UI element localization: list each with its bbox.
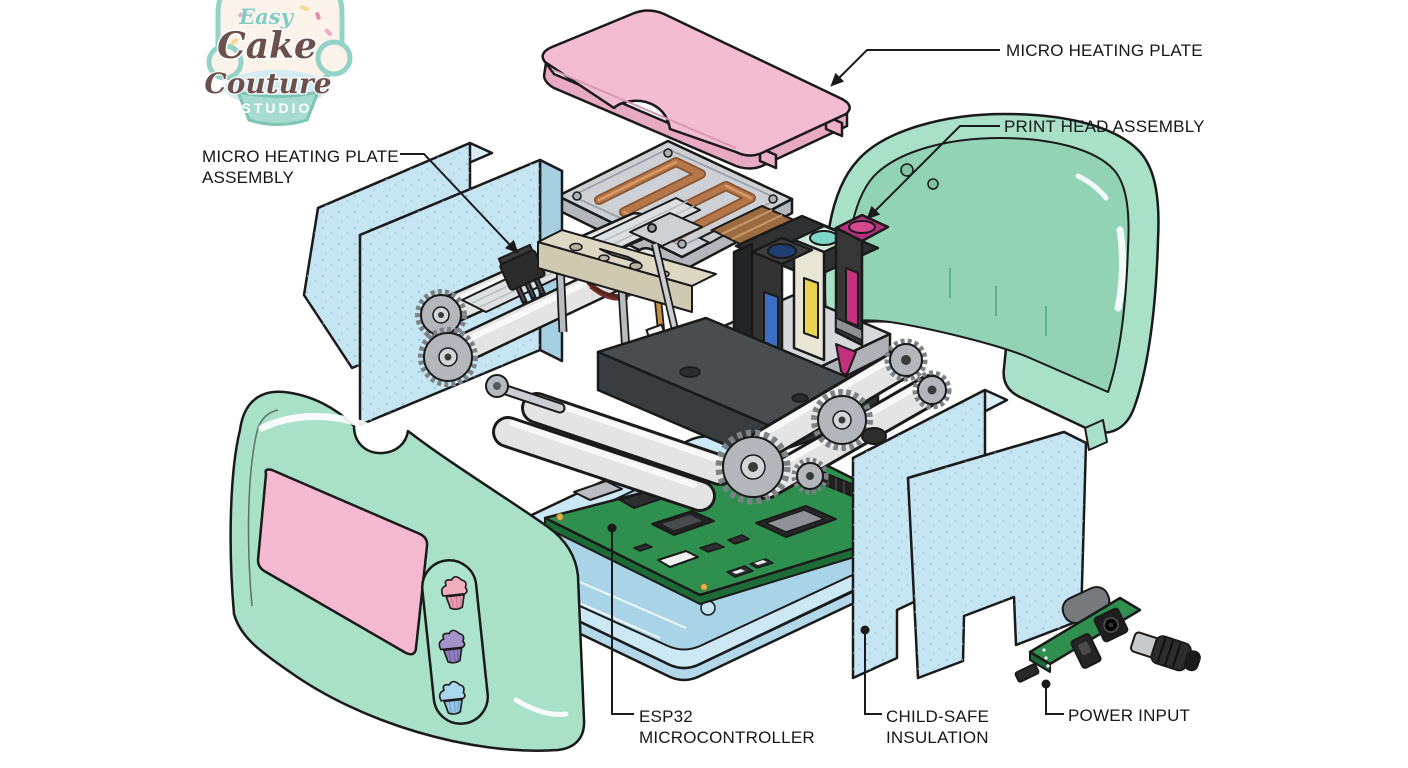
arrowhead-icon bbox=[830, 72, 845, 87]
cupcake-button-pink[interactable] bbox=[440, 576, 468, 611]
roller-carriage bbox=[485, 243, 952, 512]
gear-icon bbox=[715, 429, 791, 505]
label-text: MICROCONTROLLER bbox=[639, 728, 815, 747]
front-shell bbox=[229, 390, 586, 752]
gear-icon bbox=[912, 370, 952, 410]
brand-logo: Easy Cake Couture STUDIO bbox=[203, 0, 353, 126]
leader-dot bbox=[1041, 679, 1051, 689]
front-panel bbox=[256, 468, 429, 656]
label-micro-heating-plate-assembly: MICRO HEATING PLATE ASSEMBLY bbox=[202, 146, 399, 188]
label-power-input: POWER INPUT bbox=[1068, 705, 1190, 726]
gear-icon bbox=[811, 389, 873, 451]
logo-word-couture: Couture bbox=[204, 67, 331, 100]
label-child-safe-insulation: CHILD-SAFE INSULATION bbox=[886, 706, 989, 748]
rear-shell bbox=[823, 112, 1160, 451]
white-connector bbox=[657, 550, 699, 568]
leader-lines bbox=[400, 49, 1064, 715]
leader-child-safe bbox=[864, 634, 882, 715]
logo-word-cake: Cake bbox=[217, 25, 317, 67]
label-print-head-assembly: PRINT HEAD ASSEMBLY bbox=[1004, 116, 1205, 137]
barrel-jack bbox=[1093, 607, 1129, 643]
label-text: ESP32 bbox=[639, 707, 693, 726]
leader-heating-plate-assembly bbox=[400, 153, 511, 246]
label-text: CHILD-SAFE bbox=[886, 707, 990, 726]
arrowhead-icon bbox=[866, 205, 881, 220]
cupcake-button-purple[interactable] bbox=[438, 629, 466, 664]
power-plug bbox=[1129, 631, 1201, 672]
gear-icon bbox=[415, 289, 467, 341]
leader-micro-heating-plate bbox=[838, 49, 1000, 79]
leader-dot bbox=[860, 625, 870, 635]
arrowhead-icon bbox=[504, 239, 519, 254]
gear-icon bbox=[791, 457, 829, 495]
label-text: MICRO HEATING PLATE bbox=[1006, 41, 1203, 60]
cupcake-button-blue[interactable] bbox=[438, 680, 466, 716]
cupcake-button-strip bbox=[421, 559, 489, 725]
label-text: POWER INPUT bbox=[1068, 706, 1191, 725]
right-insulation bbox=[851, 388, 1088, 680]
leader-power-input bbox=[1045, 688, 1064, 715]
power-input-board bbox=[1014, 586, 1201, 683]
micro-usb-port bbox=[573, 480, 623, 501]
leader-print-head bbox=[874, 125, 1000, 212]
label-text: PRINT HEAD ASSEMBLY bbox=[1004, 117, 1205, 136]
gear-icon bbox=[418, 327, 478, 387]
leader-dot bbox=[607, 523, 617, 533]
logo-tagline: Easy bbox=[238, 4, 294, 29]
label-micro-heating-plate: MICRO HEATING PLATE bbox=[1006, 40, 1203, 61]
label-esp32-microcontroller: ESP32 MICROCONTROLLER bbox=[639, 706, 815, 748]
label-text: INSULATION bbox=[886, 728, 989, 747]
sprinkles-icon bbox=[230, 5, 333, 46]
label-text: ASSEMBLY bbox=[202, 168, 294, 187]
leader-esp32 bbox=[611, 532, 634, 715]
gear-icon bbox=[884, 338, 928, 382]
logo-word-studio: STUDIO bbox=[242, 100, 313, 116]
power-switch[interactable] bbox=[1070, 633, 1102, 669]
pink-lid bbox=[541, 9, 851, 170]
label-text: MICRO HEATING PLATE bbox=[202, 147, 399, 166]
